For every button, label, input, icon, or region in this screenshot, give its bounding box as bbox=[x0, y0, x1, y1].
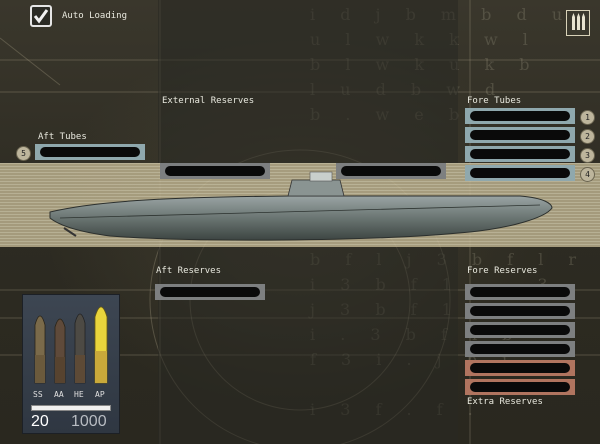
auto-loading-label: Auto Loading bbox=[62, 11, 128, 21]
fore-reserve-slot[interactable] bbox=[465, 341, 575, 357]
torpedo-icon bbox=[470, 287, 570, 297]
aft-tube-number-icon: 5 bbox=[16, 146, 31, 161]
torpedo-icon bbox=[470, 382, 570, 392]
fore-tube-number-icon: 2 bbox=[580, 129, 595, 144]
fore-reserves-label: Fore Reserves bbox=[467, 266, 538, 276]
extra-reserve-slot[interactable] bbox=[465, 379, 575, 395]
fore-tube-slot[interactable] bbox=[465, 108, 575, 124]
aft-reserves-label: Aft Reserves bbox=[156, 266, 222, 276]
torpedo-icon bbox=[341, 166, 441, 176]
ammo-progress-bar bbox=[31, 405, 111, 411]
torpedo-menu-button[interactable] bbox=[566, 10, 590, 36]
external-reserves-panel bbox=[158, 0, 458, 163]
ammo-capacity: 1000 bbox=[71, 413, 107, 430]
torpedo-icon bbox=[470, 168, 570, 178]
torpedo-icon bbox=[160, 287, 260, 297]
torpedo-icon bbox=[165, 166, 265, 176]
fore-tube-number-icon: 3 bbox=[580, 148, 595, 163]
external-reserves-label: External Reserves bbox=[162, 96, 255, 106]
torpedo-icon bbox=[470, 130, 570, 140]
reserves-panel bbox=[158, 247, 458, 444]
external-reserve-slot[interactable] bbox=[336, 163, 446, 179]
aft-tubes-label: Aft Tubes bbox=[38, 132, 87, 142]
fore-reserve-slot[interactable] bbox=[465, 303, 575, 319]
checkmark-icon bbox=[33, 9, 49, 24]
fore-reserve-slot[interactable] bbox=[465, 322, 575, 338]
fore-tube-slot[interactable] bbox=[465, 146, 575, 162]
ammo-type-ss[interactable]: SS bbox=[33, 390, 43, 399]
torpedo-icon bbox=[470, 344, 570, 354]
ammo-shells bbox=[34, 306, 108, 384]
fore-tube-slot[interactable] bbox=[465, 127, 575, 143]
extra-reserve-slot[interactable] bbox=[465, 360, 575, 376]
torpedo-icon bbox=[470, 149, 570, 159]
auto-loading-checkbox[interactable] bbox=[30, 5, 52, 27]
ammo-loaded-count: 20 bbox=[31, 413, 49, 430]
torpedo-icon bbox=[40, 147, 140, 157]
torpedo-icon bbox=[470, 363, 570, 373]
external-reserve-slot[interactable] bbox=[160, 163, 270, 179]
aft-reserve-slot[interactable] bbox=[155, 284, 265, 300]
torpedo-icon bbox=[470, 111, 570, 121]
torpedo-icon bbox=[470, 306, 570, 316]
extra-reserves-label: Extra Reserves bbox=[467, 397, 543, 407]
ammo-type-aa[interactable]: AA bbox=[54, 390, 64, 399]
ammo-type-ap[interactable]: AP bbox=[95, 390, 105, 399]
fore-tubes-label: Fore Tubes bbox=[467, 96, 522, 106]
ammo-panel: SS AA HE AP 20 1000 bbox=[22, 294, 120, 434]
fore-tube-number-icon: 1 bbox=[580, 110, 595, 125]
torpedo-icon bbox=[470, 325, 570, 335]
fore-tube-slot[interactable] bbox=[465, 165, 575, 181]
torpedo-icon bbox=[572, 13, 585, 30]
aft-tube-slot[interactable] bbox=[35, 144, 145, 160]
ammo-type-he[interactable]: HE bbox=[74, 390, 84, 399]
fore-tube-number-icon: 4 bbox=[580, 167, 595, 182]
submarine-image bbox=[49, 171, 553, 241]
fore-reserve-slot[interactable] bbox=[465, 284, 575, 300]
